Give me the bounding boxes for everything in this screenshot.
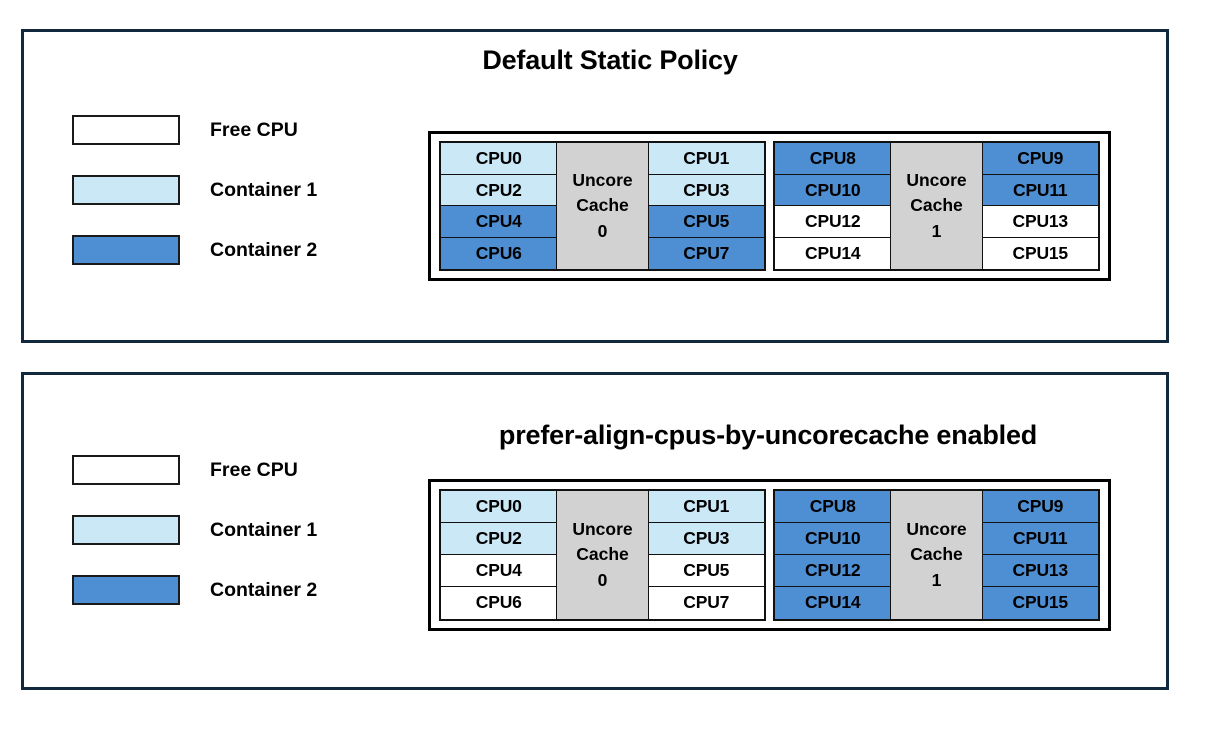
cpu-cell[interactable]: CPU14 <box>774 236 892 270</box>
legend-item-free-cpu: Free CPU <box>72 100 317 160</box>
cpu-cell[interactable]: CPU12 <box>774 554 892 588</box>
cpu-cell[interactable]: CPU7 <box>647 236 765 270</box>
cpu-cell[interactable]: CPU4 <box>440 205 558 239</box>
legend-label-container-1: Container 1 <box>210 178 318 201</box>
uncore-cache-label-line2: Cache <box>910 195 963 216</box>
legend-item-container-2: Container 2 <box>72 220 317 280</box>
cpu-cell[interactable]: CPU2 <box>440 522 558 556</box>
page-title-bottom: prefer-align-cpus-by-uncorecache enabled <box>498 420 1038 450</box>
legend-label-container-2: Container 2 <box>210 578 318 601</box>
legend-item-container-1: Container 1 <box>72 160 317 220</box>
legend-item-free-cpu: Free CPU <box>72 440 317 500</box>
cpu-cell[interactable]: CPU8 <box>774 142 892 176</box>
page-title-top: Default Static Policy <box>482 45 738 75</box>
uncore-cache-label-index: 0 <box>597 569 608 590</box>
uncore-cache-label-line1: Uncore <box>906 518 967 539</box>
legend-top: Free CPU Container 1 Container 2 <box>72 100 317 280</box>
uncore-cache-block-0: Uncore Cache 0 <box>556 143 649 269</box>
cpu-cell[interactable]: CPU11 <box>981 173 1099 207</box>
legend-swatch-container-1 <box>72 175 180 205</box>
cpu-cell[interactable]: CPU6 <box>440 586 558 620</box>
cpu-cell[interactable]: CPU6 <box>440 236 558 270</box>
legend-swatch-free-cpu <box>72 115 180 145</box>
cpu-cell[interactable]: CPU10 <box>774 173 892 207</box>
uncore-cache-label-line1: Uncore <box>572 518 633 539</box>
cpu-topology-diagram-bottom: CPU0 CPU2 CPU4 CPU6 Uncore Cache 0 CPU1 … <box>428 479 1111 631</box>
legend-label-container-1: Container 1 <box>210 518 318 541</box>
cache-group-0: CPU0 CPU2 CPU4 CPU6 Uncore Cache 0 CPU1 … <box>439 489 766 621</box>
cpu-cell[interactable]: CPU13 <box>981 554 1099 588</box>
legend-swatch-container-2 <box>72 575 180 605</box>
cpu-topology-diagram-top: CPU0 CPU2 CPU4 CPU6 Uncore Cache 0 CPU1 … <box>428 131 1111 281</box>
legend-item-container-1: Container 1 <box>72 500 317 560</box>
uncore-cache-block-0: Uncore Cache 0 <box>556 491 649 619</box>
cpu-cell[interactable]: CPU8 <box>774 490 892 524</box>
uncore-cache-label-line1: Uncore <box>906 169 967 190</box>
cpu-column-left-cache-1: CPU8 CPU10 CPU12 CPU14 <box>774 142 892 270</box>
cpu-cell[interactable]: CPU13 <box>981 205 1099 239</box>
uncore-cache-block-1: Uncore Cache 1 <box>890 143 983 269</box>
uncore-cache-label-line2: Cache <box>576 544 629 565</box>
legend-item-container-2: Container 2 <box>72 560 317 620</box>
cpu-column-left-cache-0: CPU0 CPU2 CPU4 CPU6 <box>440 142 558 270</box>
cpu-cell[interactable]: CPU9 <box>981 490 1099 524</box>
legend-swatch-container-1 <box>72 515 180 545</box>
legend-swatch-container-2 <box>72 235 180 265</box>
cache-group-0: CPU0 CPU2 CPU4 CPU6 Uncore Cache 0 CPU1 … <box>439 141 766 271</box>
cpu-cell[interactable]: CPU15 <box>981 236 1099 270</box>
cpu-cell[interactable]: CPU3 <box>647 522 765 556</box>
legend-bottom: Free CPU Container 1 Container 2 <box>72 440 317 620</box>
legend-label-container-2: Container 2 <box>210 238 318 261</box>
cpu-cell[interactable]: CPU14 <box>774 586 892 620</box>
cpu-cell[interactable]: CPU0 <box>440 490 558 524</box>
cpu-cell[interactable]: CPU5 <box>647 205 765 239</box>
cpu-cell[interactable]: CPU9 <box>981 142 1099 176</box>
cpu-column-right-cache-0: CPU1 CPU3 CPU5 CPU7 <box>647 490 765 620</box>
uncore-cache-label-index: 0 <box>597 220 608 241</box>
uncore-cache-label-index: 1 <box>931 569 942 590</box>
legend-label-free-cpu: Free CPU <box>210 458 298 481</box>
cpu-cell[interactable]: CPU12 <box>774 205 892 239</box>
cpu-column-right-cache-0: CPU1 CPU3 CPU5 CPU7 <box>647 142 765 270</box>
uncore-cache-label-index: 1 <box>931 220 942 241</box>
cpu-cell[interactable]: CPU4 <box>440 554 558 588</box>
cpu-cell[interactable]: CPU15 <box>981 586 1099 620</box>
cpu-column-left-cache-0: CPU0 CPU2 CPU4 CPU6 <box>440 490 558 620</box>
cpu-cell[interactable]: CPU3 <box>647 173 765 207</box>
cpu-column-right-cache-1: CPU9 CPU11 CPU13 CPU15 <box>981 490 1099 620</box>
uncore-cache-label-line1: Uncore <box>572 169 633 190</box>
legend-label-free-cpu: Free CPU <box>210 118 298 141</box>
cpu-cell[interactable]: CPU11 <box>981 522 1099 556</box>
cache-group-1: CPU8 CPU10 CPU12 CPU14 Uncore Cache 1 CP… <box>773 489 1100 621</box>
cpu-column-right-cache-1: CPU9 CPU11 CPU13 CPU15 <box>981 142 1099 270</box>
cpu-cell[interactable]: CPU10 <box>774 522 892 556</box>
cpu-column-left-cache-1: CPU8 CPU10 CPU12 CPU14 <box>774 490 892 620</box>
legend-swatch-free-cpu <box>72 455 180 485</box>
cpu-cell[interactable]: CPU7 <box>647 586 765 620</box>
cpu-cell[interactable]: CPU2 <box>440 173 558 207</box>
cpu-cell[interactable]: CPU5 <box>647 554 765 588</box>
uncore-cache-label-line2: Cache <box>576 195 629 216</box>
cache-group-1: CPU8 CPU10 CPU12 CPU14 Uncore Cache 1 CP… <box>773 141 1100 271</box>
cpu-cell[interactable]: CPU1 <box>647 490 765 524</box>
cpu-cell[interactable]: CPU0 <box>440 142 558 176</box>
uncore-cache-block-1: Uncore Cache 1 <box>890 491 983 619</box>
uncore-cache-label-line2: Cache <box>910 544 963 565</box>
cpu-cell[interactable]: CPU1 <box>647 142 765 176</box>
